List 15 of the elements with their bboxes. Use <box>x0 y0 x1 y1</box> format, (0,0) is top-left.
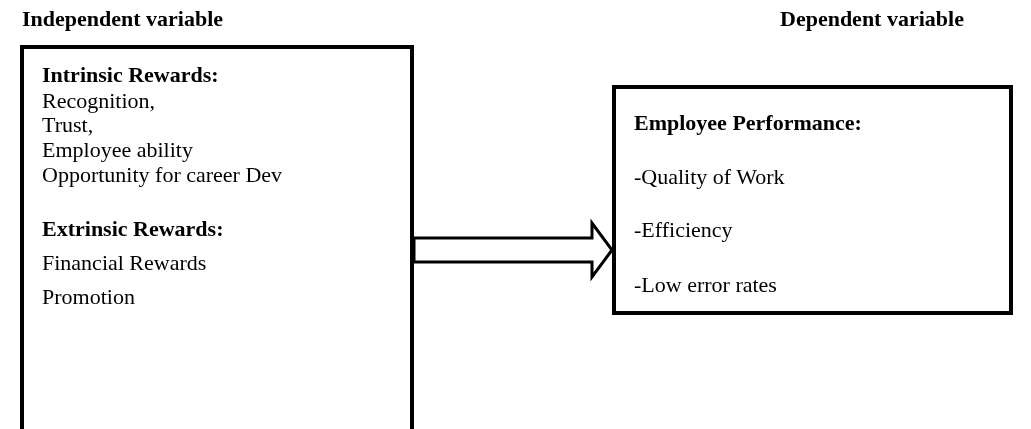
list-item: -Efficiency <box>634 218 733 242</box>
list-item: -Low error rates <box>634 273 777 297</box>
variable-heading: Independent variable <box>22 7 224 31</box>
list-item: Opportunity for career Dev <box>42 163 283 187</box>
section-heading: Employee Performance: <box>634 111 862 135</box>
section-heading: Intrinsic Rewards: <box>42 63 219 87</box>
list-item: Employee ability <box>42 138 193 162</box>
list-item: Recognition, <box>42 89 156 113</box>
list-item: -Quality of Work <box>634 165 785 189</box>
list-item: Financial Rewards <box>42 251 207 275</box>
block-arrow <box>412 218 614 282</box>
section-heading: Extrinsic Rewards: <box>42 217 224 241</box>
variable-heading: Dependent variable <box>780 7 964 31</box>
list-item: Trust, <box>42 113 94 137</box>
list-item: Promotion <box>42 285 135 309</box>
